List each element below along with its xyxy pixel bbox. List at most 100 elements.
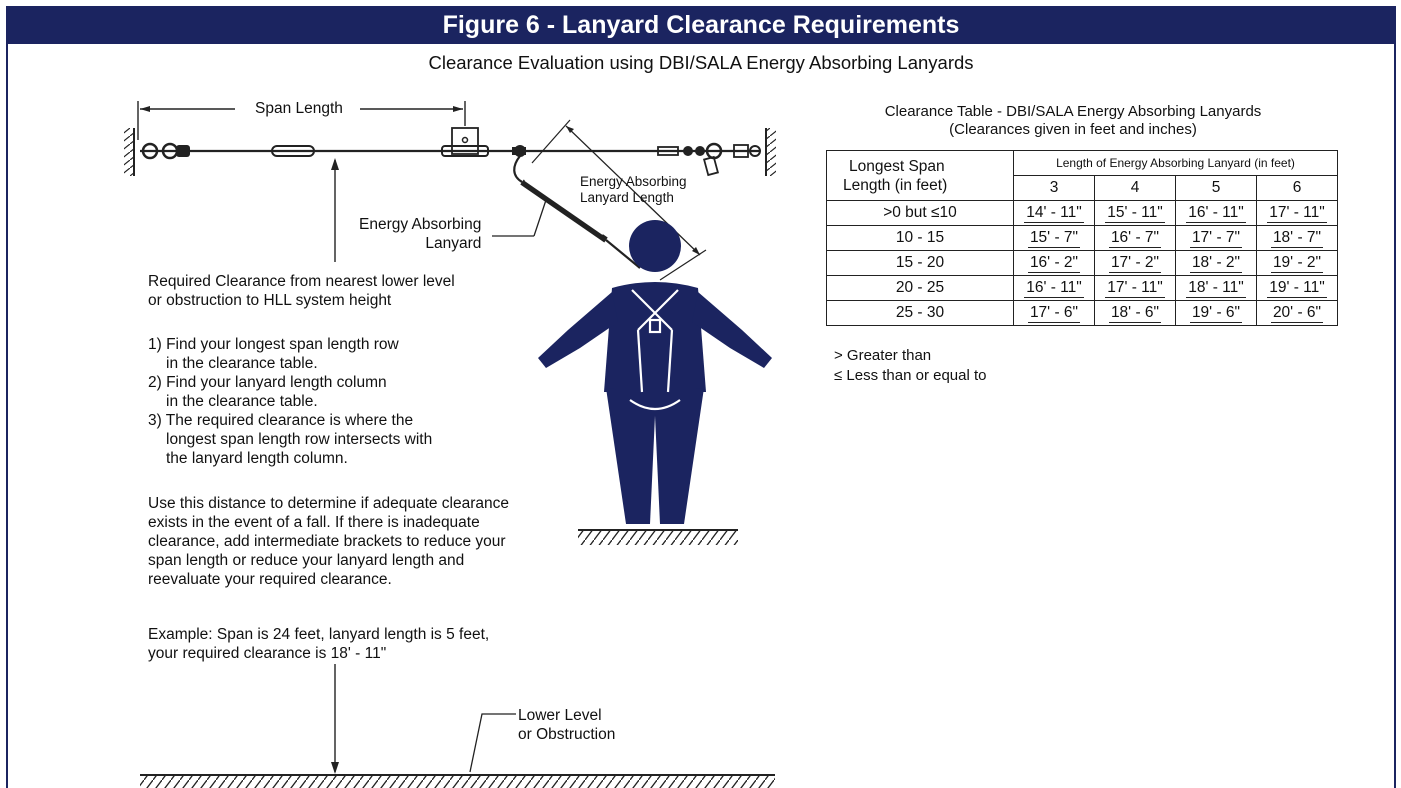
column-group-title: Length of Energy Absorbing Lanyard (in f… [1013,150,1338,176]
clearance-cell: 14' - 11" [1013,200,1095,226]
clearance-cell: 17' - 11" [1256,200,1338,226]
lanyard-length-label: Energy Absorbing Lanyard Length [580,174,687,206]
step-2: 2) Find your lanyard length column [148,374,387,391]
table-header-row: Longest Span Length (in feet) Length of … [826,150,1338,201]
clearance-value: 16' - 11" [1024,279,1084,298]
required-line2: or obstruction to HLL system height [148,292,392,309]
worker-figure [538,220,772,524]
example-text: Example: Span is 24 feet, lanyard length… [148,625,489,663]
column-header: 3 [1013,175,1095,201]
clearance-value: 18' - 7" [1270,229,1324,248]
required-clearance-text: Required Clearance from nearest lower le… [148,272,455,310]
lanyard-length-line2: Lanyard Length [580,190,674,205]
safety-harness [629,289,681,411]
lanyard-label: Energy Absorbing Lanyard [359,215,481,253]
table-legend: > Greater than ≤ Less than or equal to [834,346,987,386]
clearance-cell: 18' - 7" [1256,225,1338,251]
lower-level-ground [140,774,775,788]
clearance-cell: 18' - 2" [1175,250,1257,276]
lanyard-leader-angle [533,199,547,237]
clearance-value: 16' - 2" [1027,254,1081,273]
clearance-value: 17' - 11" [1267,204,1327,223]
clearance-cell: 18' - 6" [1094,300,1176,326]
energy-absorbing-lanyard [513,155,641,269]
clearance-cell: 19' - 11" [1256,275,1338,301]
lower-level-label: Lower Level or Obstruction [518,706,615,744]
table-row: 10 - 15 15' - 7" 16' - 7" 17' - 7" 18' -… [826,225,1338,251]
column-header: 4 [1094,175,1176,201]
required-line1: Required Clearance from nearest lower le… [148,273,455,290]
example-line2: your required clearance is 18' - 11" [148,645,387,662]
lower-level-line1: Lower Level [518,707,602,724]
clearance-cell: 17' - 11" [1094,275,1176,301]
clearance-cell: 18' - 11" [1175,275,1257,301]
worker-ground [578,529,738,545]
lanyard-label-line2: Lanyard [425,235,482,252]
span-cell: 15 - 20 [826,250,1014,276]
clearance-value: 17' - 6" [1027,304,1081,323]
paragraph-line: exists in the event of a fall. If there … [148,514,480,531]
span-cell: >0 but ≤10 [826,200,1014,226]
table-row: 15 - 20 16' - 2" 17' - 2" 18' - 2" 19' -… [826,250,1338,276]
span-cell: 20 - 25 [826,275,1014,301]
clearance-cell: 16' - 11" [1013,275,1095,301]
clearance-value: 17' - 11" [1105,279,1165,298]
clearance-cell: 17' - 7" [1175,225,1257,251]
instruction-steps: 1) Find your longest span length row in … [148,335,432,468]
table-caption-line2: (Clearances given in feet and inches) [949,121,1197,138]
clearance-value: 18' - 11" [1186,279,1246,298]
column-header: 5 [1175,175,1257,201]
clearance-value: 17' - 7" [1189,229,1243,248]
clearance-value: 15' - 11" [1105,204,1165,223]
legend-greater: > Greater than [834,347,932,364]
clearance-value: 18' - 6" [1108,304,1162,323]
column-header: 6 [1256,175,1338,201]
paragraph-line: reevaluate your required clearance. [148,571,392,588]
paragraph-line: span length or reduce your lanyard lengt… [148,552,465,569]
step-2-cont: in the clearance table. [166,393,318,410]
clearance-value: 20' - 6" [1270,304,1324,323]
clearance-cell: 15' - 7" [1013,225,1095,251]
clearance-value: 16' - 7" [1108,229,1162,248]
clearance-cell: 20' - 6" [1256,300,1338,326]
span-cell: 10 - 15 [826,225,1014,251]
clearance-cell: 16' - 2" [1013,250,1095,276]
clearance-cell: 19' - 6" [1175,300,1257,326]
figure-frame [6,6,1396,788]
span-cell: 25 - 30 [826,300,1014,326]
column-header-row: 3 4 5 6 [827,175,1338,201]
table-row: 25 - 30 17' - 6" 18' - 6" 19' - 6" 20' -… [826,300,1338,326]
row-header-line1: Longest Span [849,157,945,175]
legend-less-equal: ≤ Less than or equal to [834,367,987,384]
lower-level-leader [469,713,516,773]
paragraph-line: clearance, add intermediate brackets to … [148,533,506,550]
lanyard-label-line1: Energy Absorbing [359,216,482,233]
clearance-cell: 17' - 2" [1094,250,1176,276]
span-length-label: Span Length [255,100,343,117]
clearance-cell: 17' - 6" [1013,300,1095,326]
table-row: >0 but ≤10 14' - 11" 15' - 11" 16' - 11"… [826,200,1338,226]
step-3-cont2: the lanyard length column. [166,450,348,467]
paragraph-line: Use this distance to determine if adequa… [148,495,510,512]
clearance-cell: 15' - 11" [1094,200,1176,226]
figure-subtitle: Clearance Evaluation using DBI/SALA Ener… [428,52,974,73]
step-3: 3) The required clearance is where the [148,412,414,429]
lanyard-length-line1: Energy Absorbing [580,174,687,189]
clearance-table: Longest Span Length (in feet) Length of … [826,150,1338,326]
clearance-value: 17' - 2" [1108,254,1162,273]
clearance-cell: 16' - 7" [1094,225,1176,251]
row-header: Longest Span Length (in feet) [826,150,1014,201]
left-wall-anchor [124,128,135,176]
table-caption: Clearance Table - DBI/SALA Energy Absorb… [828,103,1318,139]
span-length-dimension [137,101,466,140]
clearance-value: 19' - 6" [1189,304,1243,323]
step-3-cont1: longest span length row intersects with [166,431,433,448]
guidance-paragraph: Use this distance to determine if adequa… [148,494,509,589]
clearance-value: 19' - 2" [1270,254,1324,273]
horizontal-lifeline [140,127,761,177]
step-1: 1) Find your longest span length row [148,336,399,353]
table-row: 20 - 25 16' - 11" 17' - 11" 18' - 11" 19… [826,275,1338,301]
clearance-cell: 19' - 2" [1256,250,1338,276]
clearance-value: 15' - 7" [1027,229,1081,248]
